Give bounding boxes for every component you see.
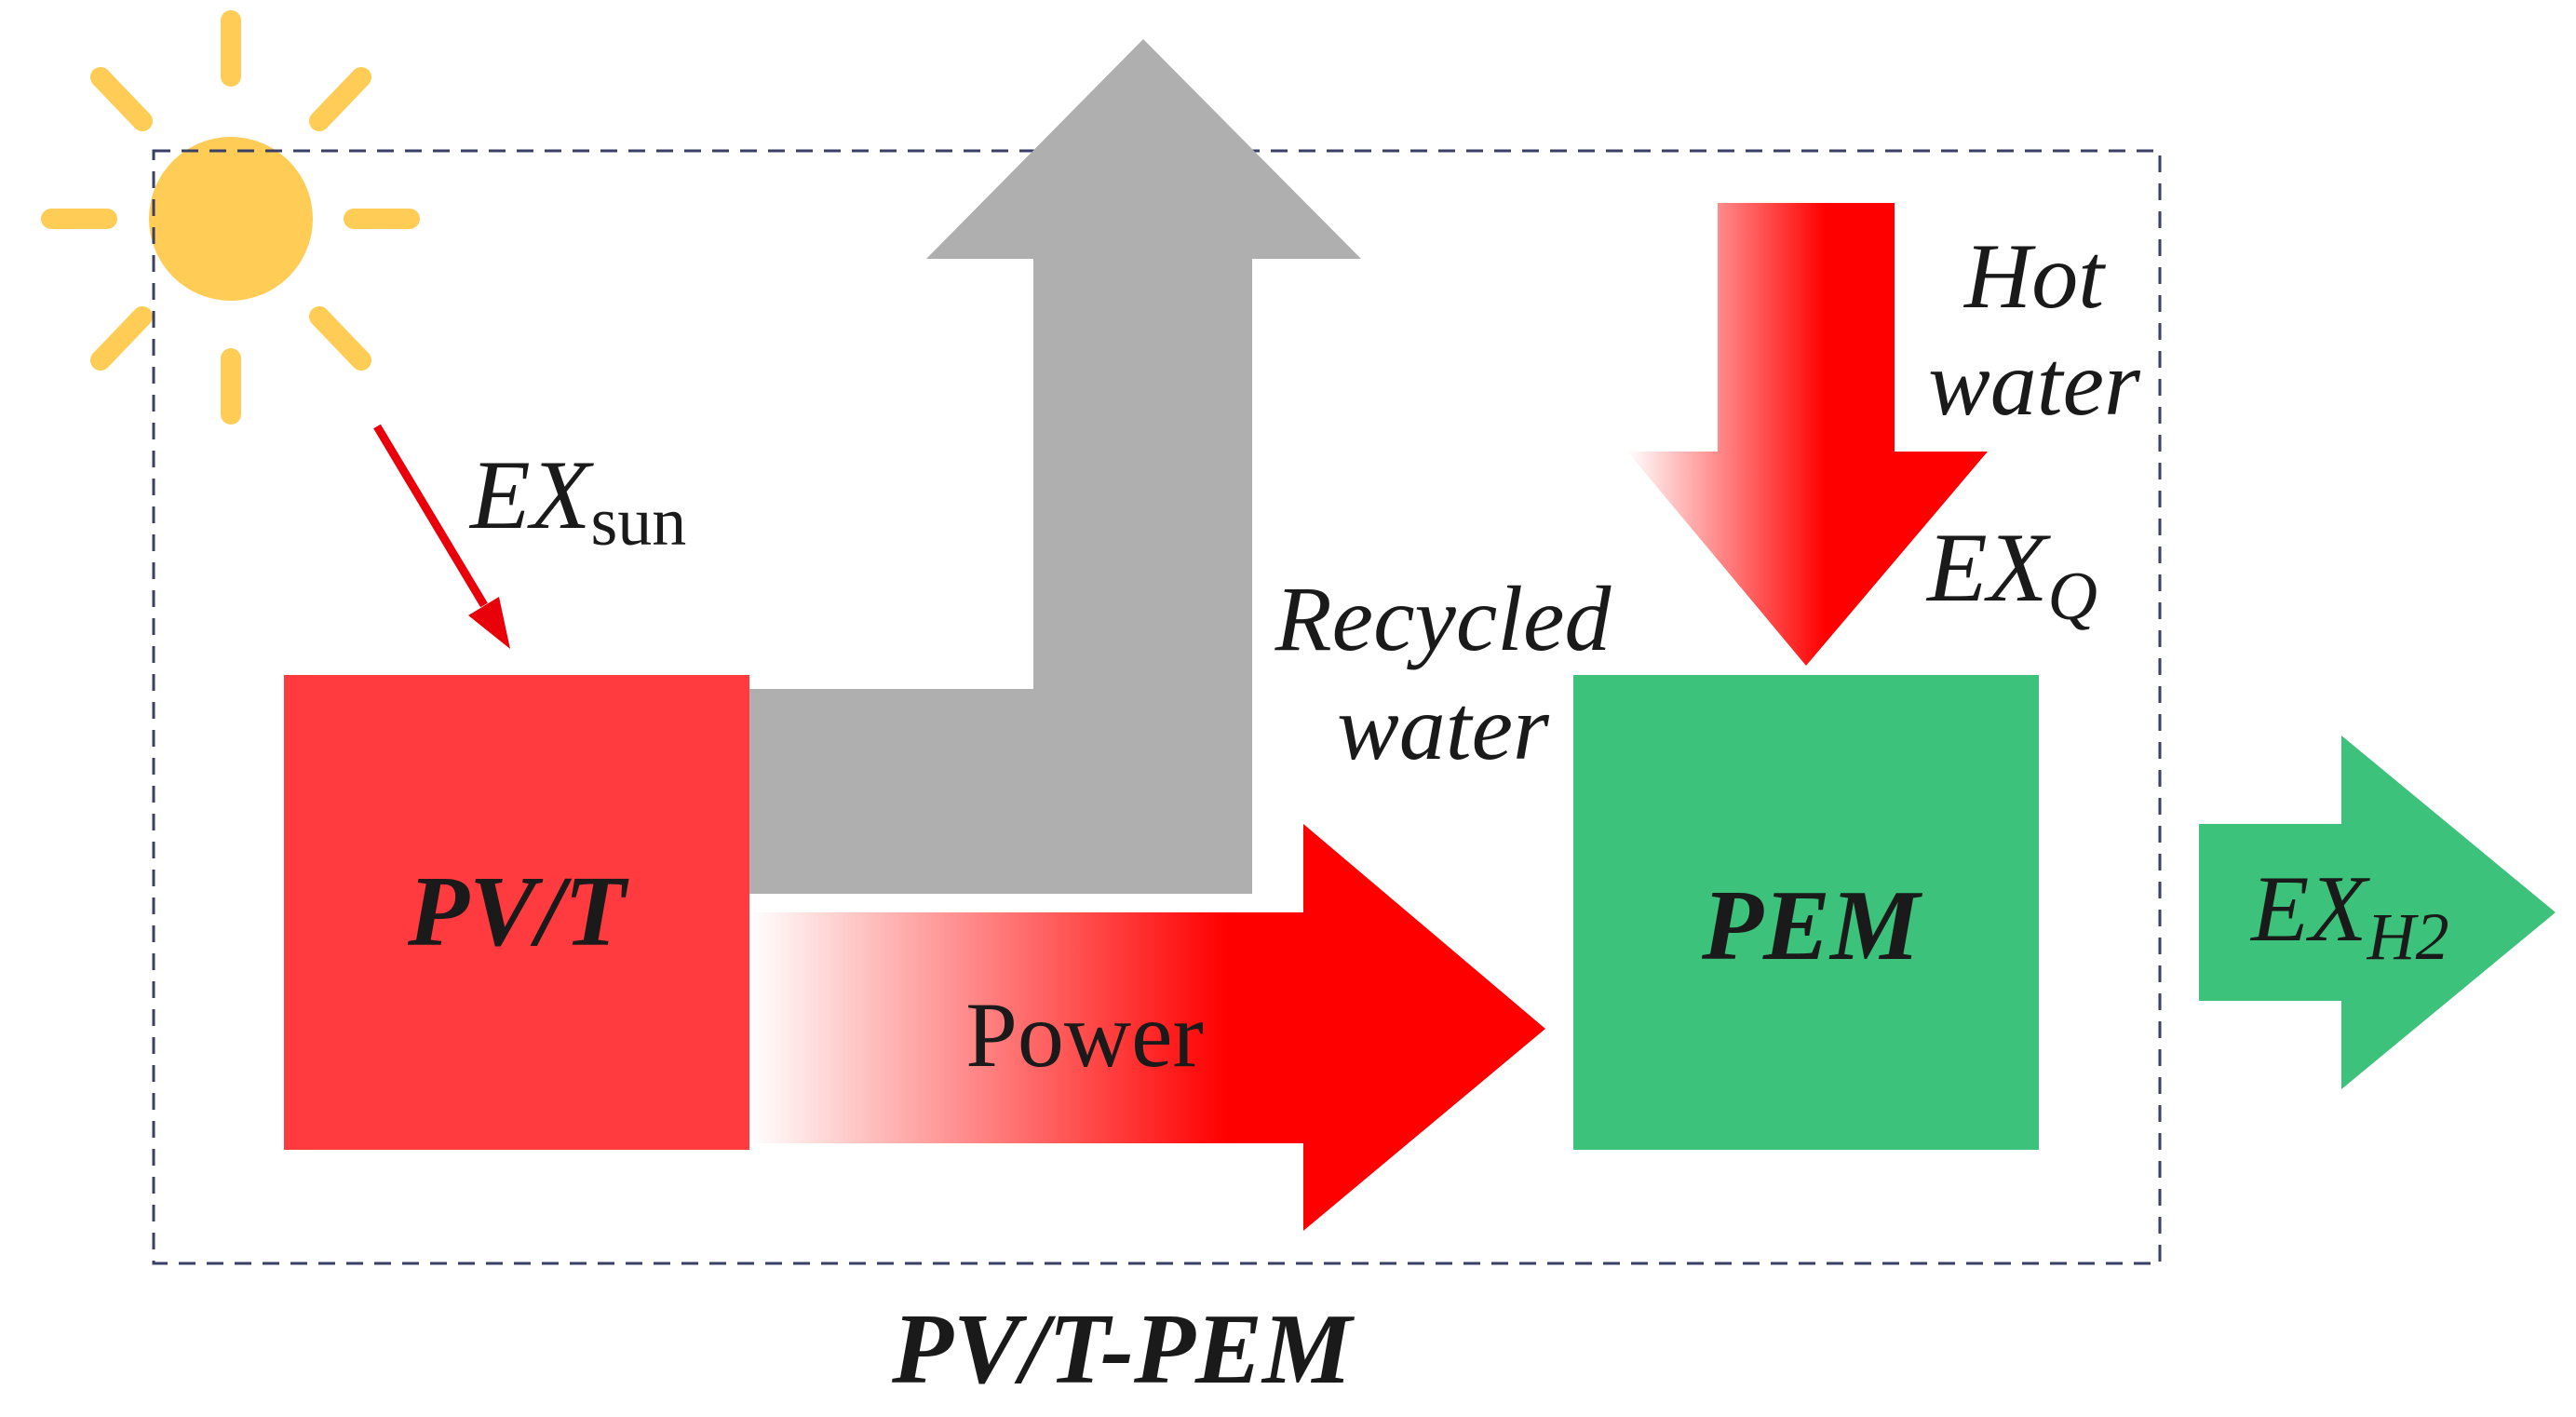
system-title: PV/T-PEM [891,1294,1355,1405]
sun-disc [149,137,313,301]
ex-q-main: EX [1925,513,2052,622]
ex-sun-main: EX [468,440,595,549]
ex-h2-label: EXH2 [2249,857,2449,974]
power-arrow [749,824,1545,1231]
ex-q-label: EXQ [1925,513,2097,635]
ex-h2-main: EX [2249,857,2370,962]
ex-h2-output-arrow [2199,735,2556,1089]
recycled-water-label-line2: water [1337,676,1550,779]
system-boundary [152,149,2162,1265]
hot-water-arrow [1627,203,1988,666]
sun-rays [41,10,420,425]
ex-sun-subscript: sun [591,484,687,560]
pvt-block [284,675,749,1150]
recycled-water-label-line1: Recycled [1275,567,1612,670]
ex-h2-subscript: H2 [2367,899,2449,974]
recycled-water-arrow [749,39,1361,894]
hot-water-label-line1: Hot [1962,224,2106,328]
ex-sun-arrow [373,424,510,649]
pem-label: PEM [1701,870,1923,981]
power-label: Power [965,983,1204,1086]
pem-block [1573,675,2039,1150]
ex-q-subscript: Q [2048,559,2097,635]
sun-icon [41,10,420,425]
ex-sun-label: EXsun [468,440,686,560]
pvt-label: PV/T [407,857,629,967]
hot-water-label-line2: water [1928,331,2141,435]
